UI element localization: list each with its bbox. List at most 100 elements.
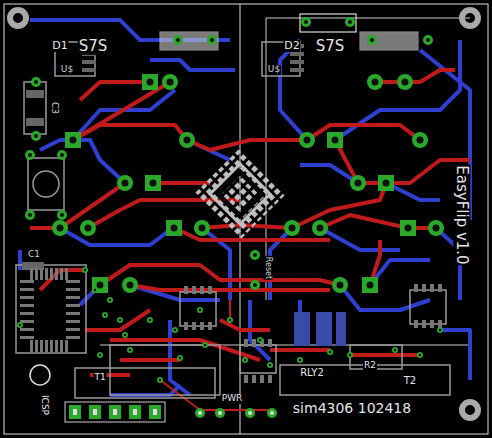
drill [372,79,379,86]
drill [34,134,38,138]
pad [25,210,35,220]
silkscreen-label: D1 [51,40,68,52]
soic-pin [244,375,248,383]
via [392,347,398,353]
qfp-pin [20,328,34,331]
pad [412,132,428,148]
drill [248,411,252,415]
qfp-pin [66,320,80,323]
pad [142,74,158,90]
via [102,312,108,318]
qfp-pin [20,336,34,339]
silkscreen-label: RLY2 [299,367,325,378]
pad [195,408,205,418]
silkscreen-label: S7S [78,38,109,55]
drill [304,20,308,24]
via [127,347,133,353]
pad [31,131,41,141]
soic-pin [184,322,188,330]
soic-pin [422,284,426,292]
via [267,362,273,368]
pad [345,17,355,27]
via-drill [394,349,396,351]
soic-pin [414,284,418,292]
soic-pin [414,320,418,328]
qfp-pin [20,320,34,323]
via-drill [269,364,271,366]
pad [207,35,217,45]
pad [378,175,394,191]
drill [289,225,296,232]
pad [92,277,108,293]
via-drill [229,319,231,321]
via [172,327,178,333]
drill [70,137,77,144]
via-drill [129,349,131,351]
qfp-pin [20,280,34,283]
drill [122,180,129,187]
drill [57,225,64,232]
qfp-pin [30,268,33,280]
via-drill [329,351,331,353]
drill [317,225,324,232]
qfp-pin [50,340,53,352]
drill [210,38,214,42]
drill [270,411,274,415]
soic-pin [200,322,204,330]
drill [127,282,134,289]
drill [367,282,374,289]
header-pin [109,405,121,419]
silkscreen-label: U$ [60,65,74,75]
pad [301,17,311,27]
via-drill [159,379,161,381]
silkscreen-label: C3 [49,101,59,115]
qfp-pin [20,296,34,299]
pad [428,220,444,236]
pad [179,132,195,148]
via [197,307,203,313]
drill [85,225,92,232]
qfp-pin [40,268,43,280]
via [257,337,263,343]
silkscreen-label: PWR [221,394,244,404]
soic-pin [184,286,188,294]
via-drill [259,339,261,341]
pad [362,277,378,293]
via [147,317,153,323]
via [417,352,423,358]
drill [198,411,202,415]
soic-pin [200,286,204,294]
via-drill [94,289,96,291]
silkscreen-label: sim4306 102418 [292,401,412,416]
pad [400,220,416,236]
pad [31,77,41,87]
qfp-pin [35,340,38,352]
pad [65,132,81,148]
via-drill [419,354,421,356]
soic-pin [422,320,426,328]
soic-pin [438,284,442,292]
pad [423,35,433,45]
via-drill [204,344,206,346]
header-pin [89,405,101,419]
via [177,355,183,361]
pad [250,250,260,260]
qfp-pin [66,328,80,331]
qfp-pin [66,304,80,307]
qfp-pin [66,336,80,339]
via [82,267,88,273]
header-pin-drill [133,409,137,415]
qfp-pin [65,340,68,352]
silkscreen-label: EasyFlip v1.0 [454,164,471,265]
drill [405,225,412,232]
drill [60,213,64,217]
pad [52,220,68,236]
drill [60,153,64,157]
soic-pin [430,284,434,292]
drill [218,411,222,415]
via-drill [349,354,351,356]
soic-pin [208,286,212,294]
silkscreen-label: T1 [93,373,106,383]
pad [145,175,161,191]
drill [355,180,362,187]
